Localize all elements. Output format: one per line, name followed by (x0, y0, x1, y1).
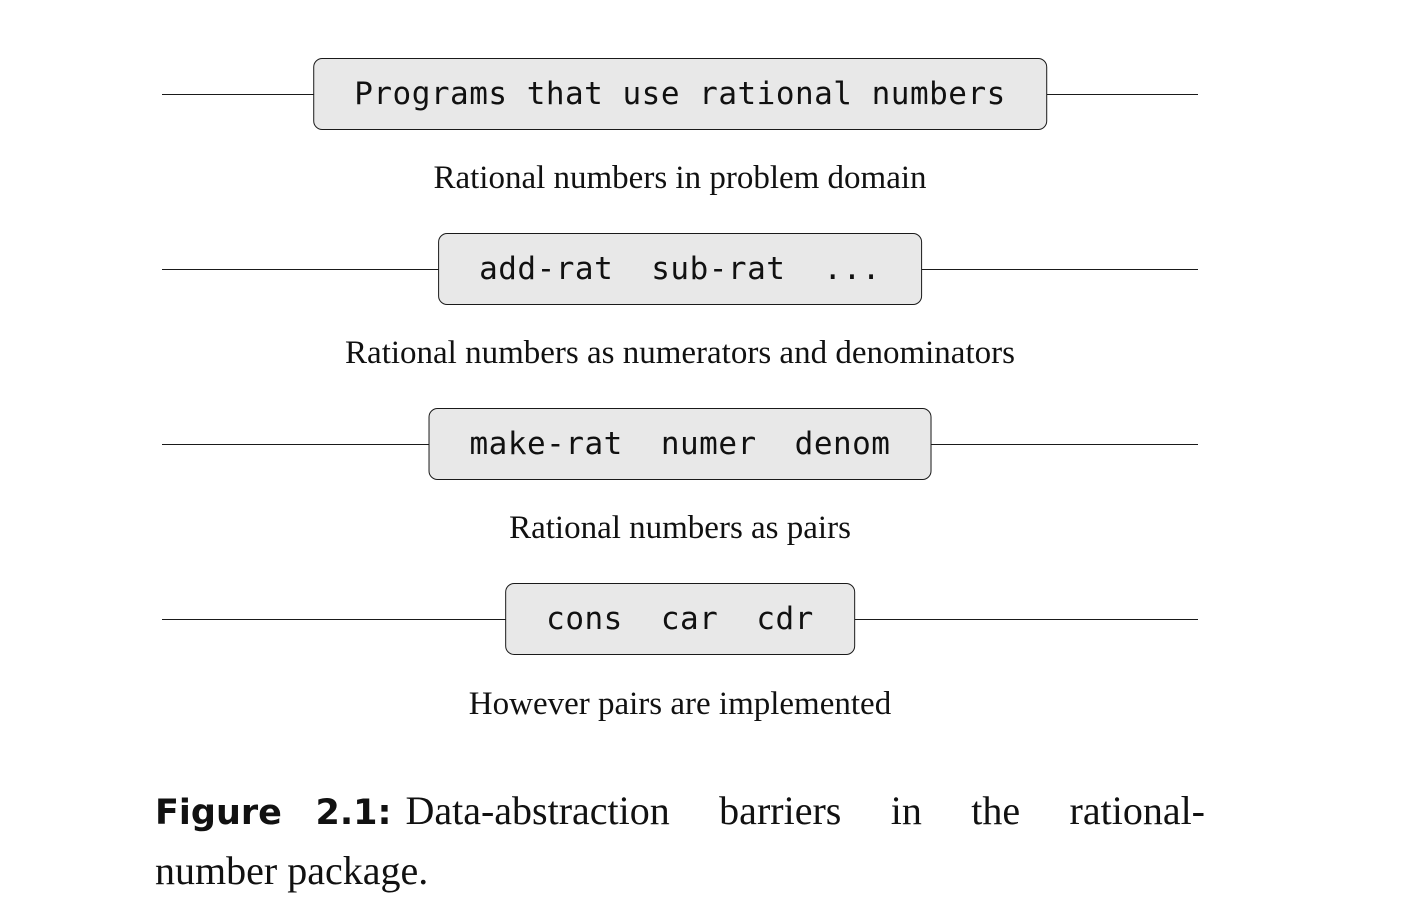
caption-text: Data-abstraction barriers in the rationa… (405, 788, 1206, 833)
figure-label: Figure 2.1: (155, 793, 392, 833)
barrier-3: make-rat numer denom (162, 408, 1198, 482)
level-label: Rational numbers as numerators and denom… (345, 335, 1015, 371)
barrier-box: add-rat sub-rat ... (438, 233, 922, 305)
barrier-item: cons (546, 601, 623, 637)
barrier-2: add-rat sub-rat ... (162, 233, 1198, 307)
level-label: However pairs are implemented (468, 686, 892, 722)
barrier-item: sub-rat (651, 251, 786, 287)
figure-caption: Figure 2.1: Data-abstraction barriers in … (155, 782, 1205, 900)
barrier-item: cdr (756, 601, 814, 637)
barrier-item: make-rat (469, 426, 623, 462)
barrier-item: add-rat (479, 251, 614, 287)
barrier-1: Programs that use rational numbers (162, 58, 1198, 132)
barrier-box: Programs that use rational numbers (313, 58, 1047, 130)
level-label: Rational numbers as pairs (509, 510, 851, 546)
barrier-item: numer (660, 426, 757, 462)
caption-line-2: number package. (155, 848, 429, 893)
level-label: Rational numbers in problem domain (433, 160, 927, 196)
barrier-item: car (660, 601, 719, 637)
barrier-box: make-rat numer denom (428, 408, 932, 480)
caption-line-1: Figure 2.1: Data-abstraction barriers in … (155, 782, 1205, 842)
barrier-item: ... (823, 251, 881, 287)
barrier-item: denom (794, 426, 891, 462)
abstraction-barrier-diagram: Programs that use rational numbers Ratio… (162, 58, 1198, 722)
barrier-box: cons car cdr (505, 583, 855, 655)
barrier-4: cons car cdr (162, 583, 1198, 657)
barrier-item: Programs that use rational numbers (354, 76, 1006, 112)
